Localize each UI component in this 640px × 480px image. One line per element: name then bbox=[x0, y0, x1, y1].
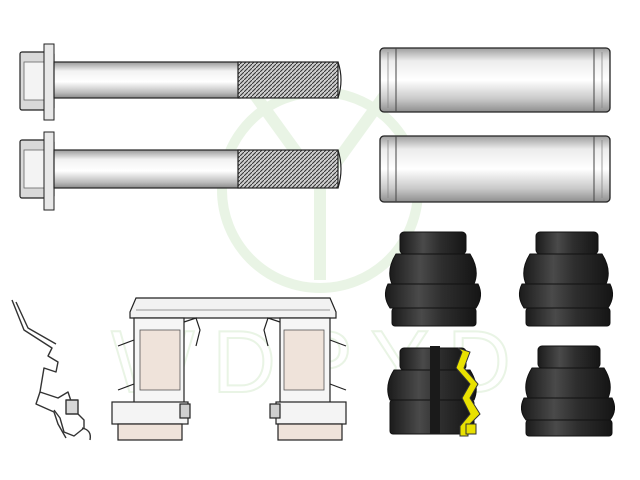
guide-bolt-2 bbox=[19, 131, 342, 211]
rubber-boot-2 bbox=[518, 231, 614, 327]
rubber-boot-3-cutaway bbox=[387, 346, 481, 437]
guide-sleeve-2 bbox=[379, 135, 611, 203]
guide-sleeve-1 bbox=[379, 47, 611, 113]
rubber-boot-1 bbox=[384, 231, 482, 327]
rubber-boot-4 bbox=[520, 345, 616, 437]
guide-bolt-1 bbox=[19, 43, 342, 121]
pad-retaining-clip bbox=[111, 297, 347, 441]
anti-rattle-spring bbox=[11, 299, 92, 441]
